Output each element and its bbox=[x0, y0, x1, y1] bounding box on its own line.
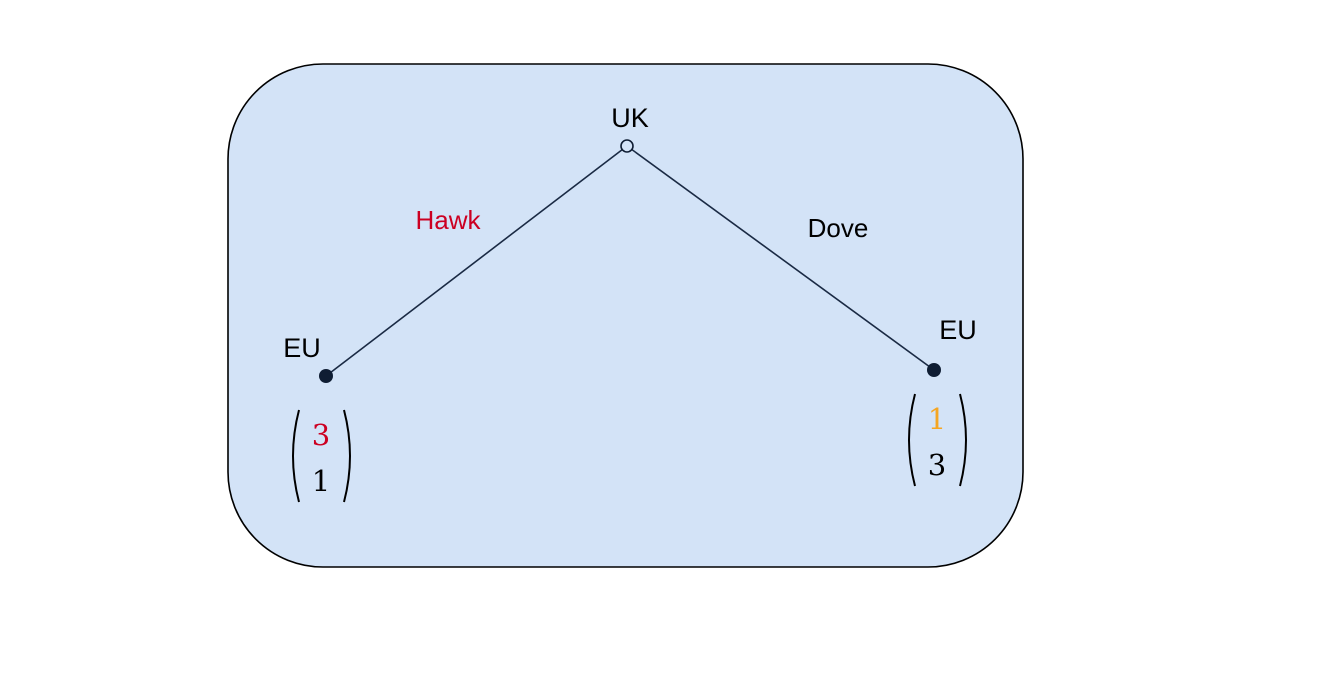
left-payoff-paren-close bbox=[343, 409, 351, 503]
right-node-label: EU bbox=[939, 315, 977, 345]
right-payoff-bottom: 3 bbox=[928, 448, 946, 482]
left-payoff-top: 3 bbox=[312, 418, 330, 452]
left-payoff-bottom: 1 bbox=[312, 464, 330, 498]
edge-dove bbox=[626, 145, 935, 371]
right-payoff-vector: 1 3 bbox=[908, 393, 967, 487]
edge-hawk bbox=[325, 145, 628, 377]
right-terminal-node bbox=[927, 363, 941, 377]
diagram-panel bbox=[227, 63, 1024, 568]
left-payoff-vector: 3 1 bbox=[292, 409, 351, 503]
left-terminal-node bbox=[319, 369, 333, 383]
right-payoff-paren-close bbox=[959, 393, 967, 487]
right-payoff-top: 1 bbox=[928, 402, 946, 436]
left-payoff-paren-open bbox=[292, 409, 300, 503]
right-payoff-paren-open bbox=[908, 393, 916, 487]
left-node-label: EU bbox=[283, 333, 321, 363]
root-label: UK bbox=[611, 103, 649, 133]
root-node bbox=[620, 139, 634, 153]
action-label-dove: Dove bbox=[808, 213, 869, 243]
action-label-hawk: Hawk bbox=[415, 205, 481, 235]
